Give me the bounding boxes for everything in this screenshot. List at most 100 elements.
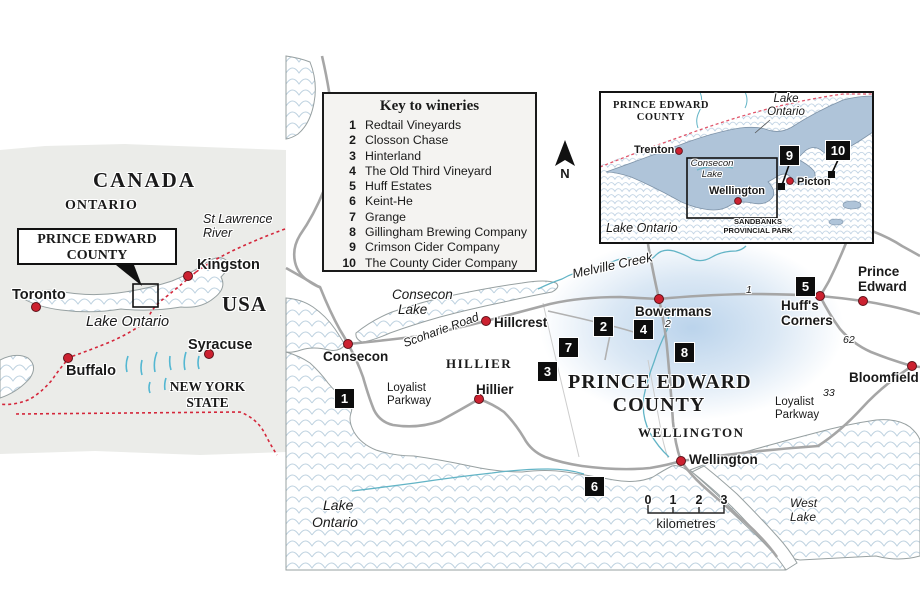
toronto-dot: [31, 302, 41, 312]
inset-detail-rect: [686, 157, 778, 219]
inset-trenton-label: Trenton: [634, 144, 675, 156]
locator-map-shapes: [0, 144, 286, 456]
hillier-label: Hillier: [476, 382, 514, 397]
buffalo-dot: [63, 353, 73, 363]
inset-dashed-border: [600, 93, 873, 168]
canada-label: CANADA: [93, 168, 196, 192]
consecon-dot: [343, 339, 353, 349]
main-town-dots: [343, 291, 917, 466]
bowermans-dot: [654, 294, 664, 304]
syracuse-dot: [204, 349, 214, 359]
inset-picton-dot: [786, 177, 794, 185]
prince-edward-dot: [858, 296, 868, 306]
hillcrest-dot: [481, 316, 491, 326]
bloomfield-label: Bloomfield: [849, 370, 919, 385]
kingston-dot: [183, 271, 193, 281]
huffs-corners-dot: [815, 291, 825, 301]
winery-marker-4: 4: [634, 320, 653, 339]
hillcrest-label: Hillcrest: [494, 315, 548, 330]
winery-marker-7: 7: [559, 338, 578, 357]
scale-tick-3: 3: [720, 493, 728, 507]
prince-edward-county-box: PRINCE EDWARD COUNTY: [17, 228, 177, 265]
road-62: [818, 295, 913, 368]
ontario-label: ONTARIO: [65, 198, 138, 213]
route-33-label: 33: [823, 387, 835, 399]
locator-lake-ontario-label: Lake Ontario: [86, 314, 170, 330]
hillier-dot: [474, 394, 484, 404]
inset-lake-ontario-bottom-label: Lake Ontario: [606, 221, 678, 235]
winery-marker-1: 1: [335, 389, 354, 408]
inset-picton-label: Picton: [797, 176, 831, 188]
consecon-lake: [355, 280, 559, 343]
sandbank-spit: [691, 465, 798, 571]
inset-trenton-dot: [675, 147, 683, 155]
inset-map-shapes: [600, 92, 873, 243]
syracuse-label: Syracuse: [188, 337, 253, 353]
inset-wellington-label: Wellington: [709, 185, 766, 197]
north-arrow-icon: [555, 140, 575, 166]
loyalist-parkway: [346, 343, 682, 471]
winery-marker-3: 3: [538, 362, 557, 381]
finger-lakes: [125, 351, 200, 394]
scale-tick-1: 1: [669, 493, 677, 507]
winery-marker-2: 2: [594, 317, 613, 336]
winery-marker-10: 10: [826, 141, 850, 160]
bloomfield-dot: [907, 361, 917, 371]
pointer-wedge: [116, 265, 142, 286]
buffalo-label: Buffalo: [66, 363, 116, 379]
scoharie-road: [347, 292, 920, 346]
scale-tick-2: 2: [695, 493, 703, 507]
route-2-label: 2: [665, 318, 671, 330]
key-title: Key to wineries: [379, 98, 480, 114]
route-62-label: 62: [843, 334, 855, 346]
roads: [285, 55, 920, 558]
toronto-label: Toronto: [12, 287, 66, 303]
wellington-label: Wellington: [689, 452, 758, 467]
winery-marker-5: 5: [796, 277, 815, 296]
route-1-label: 1: [746, 284, 752, 296]
winery-marker-6: 6: [585, 477, 604, 496]
township-boundaries: [542, 302, 669, 459]
bowermans-label: Bowermans: [635, 304, 712, 319]
inset-county-land: [605, 95, 873, 211]
creeks: [351, 245, 747, 492]
main-map-water: [285, 55, 920, 571]
inset-wellington-dot: [734, 197, 742, 205]
winery-marker-8: 8: [675, 343, 694, 362]
consecon-label: Consecon: [323, 349, 389, 364]
inset-border: [599, 91, 874, 244]
wellington-township-label: WELLINGTON: [638, 425, 745, 440]
melville-creek: [537, 245, 747, 290]
locator-detail-rect: [132, 283, 159, 308]
pec-box-line2: COUNTY: [66, 248, 128, 263]
usa-label: USA: [222, 292, 268, 316]
kingston-label: Kingston: [197, 257, 260, 273]
north-label: N: [560, 166, 570, 181]
scale-tick-0: 0: [644, 493, 652, 507]
scale-unit-label: kilometres: [656, 516, 716, 531]
wine-region-highlight: [540, 236, 844, 420]
